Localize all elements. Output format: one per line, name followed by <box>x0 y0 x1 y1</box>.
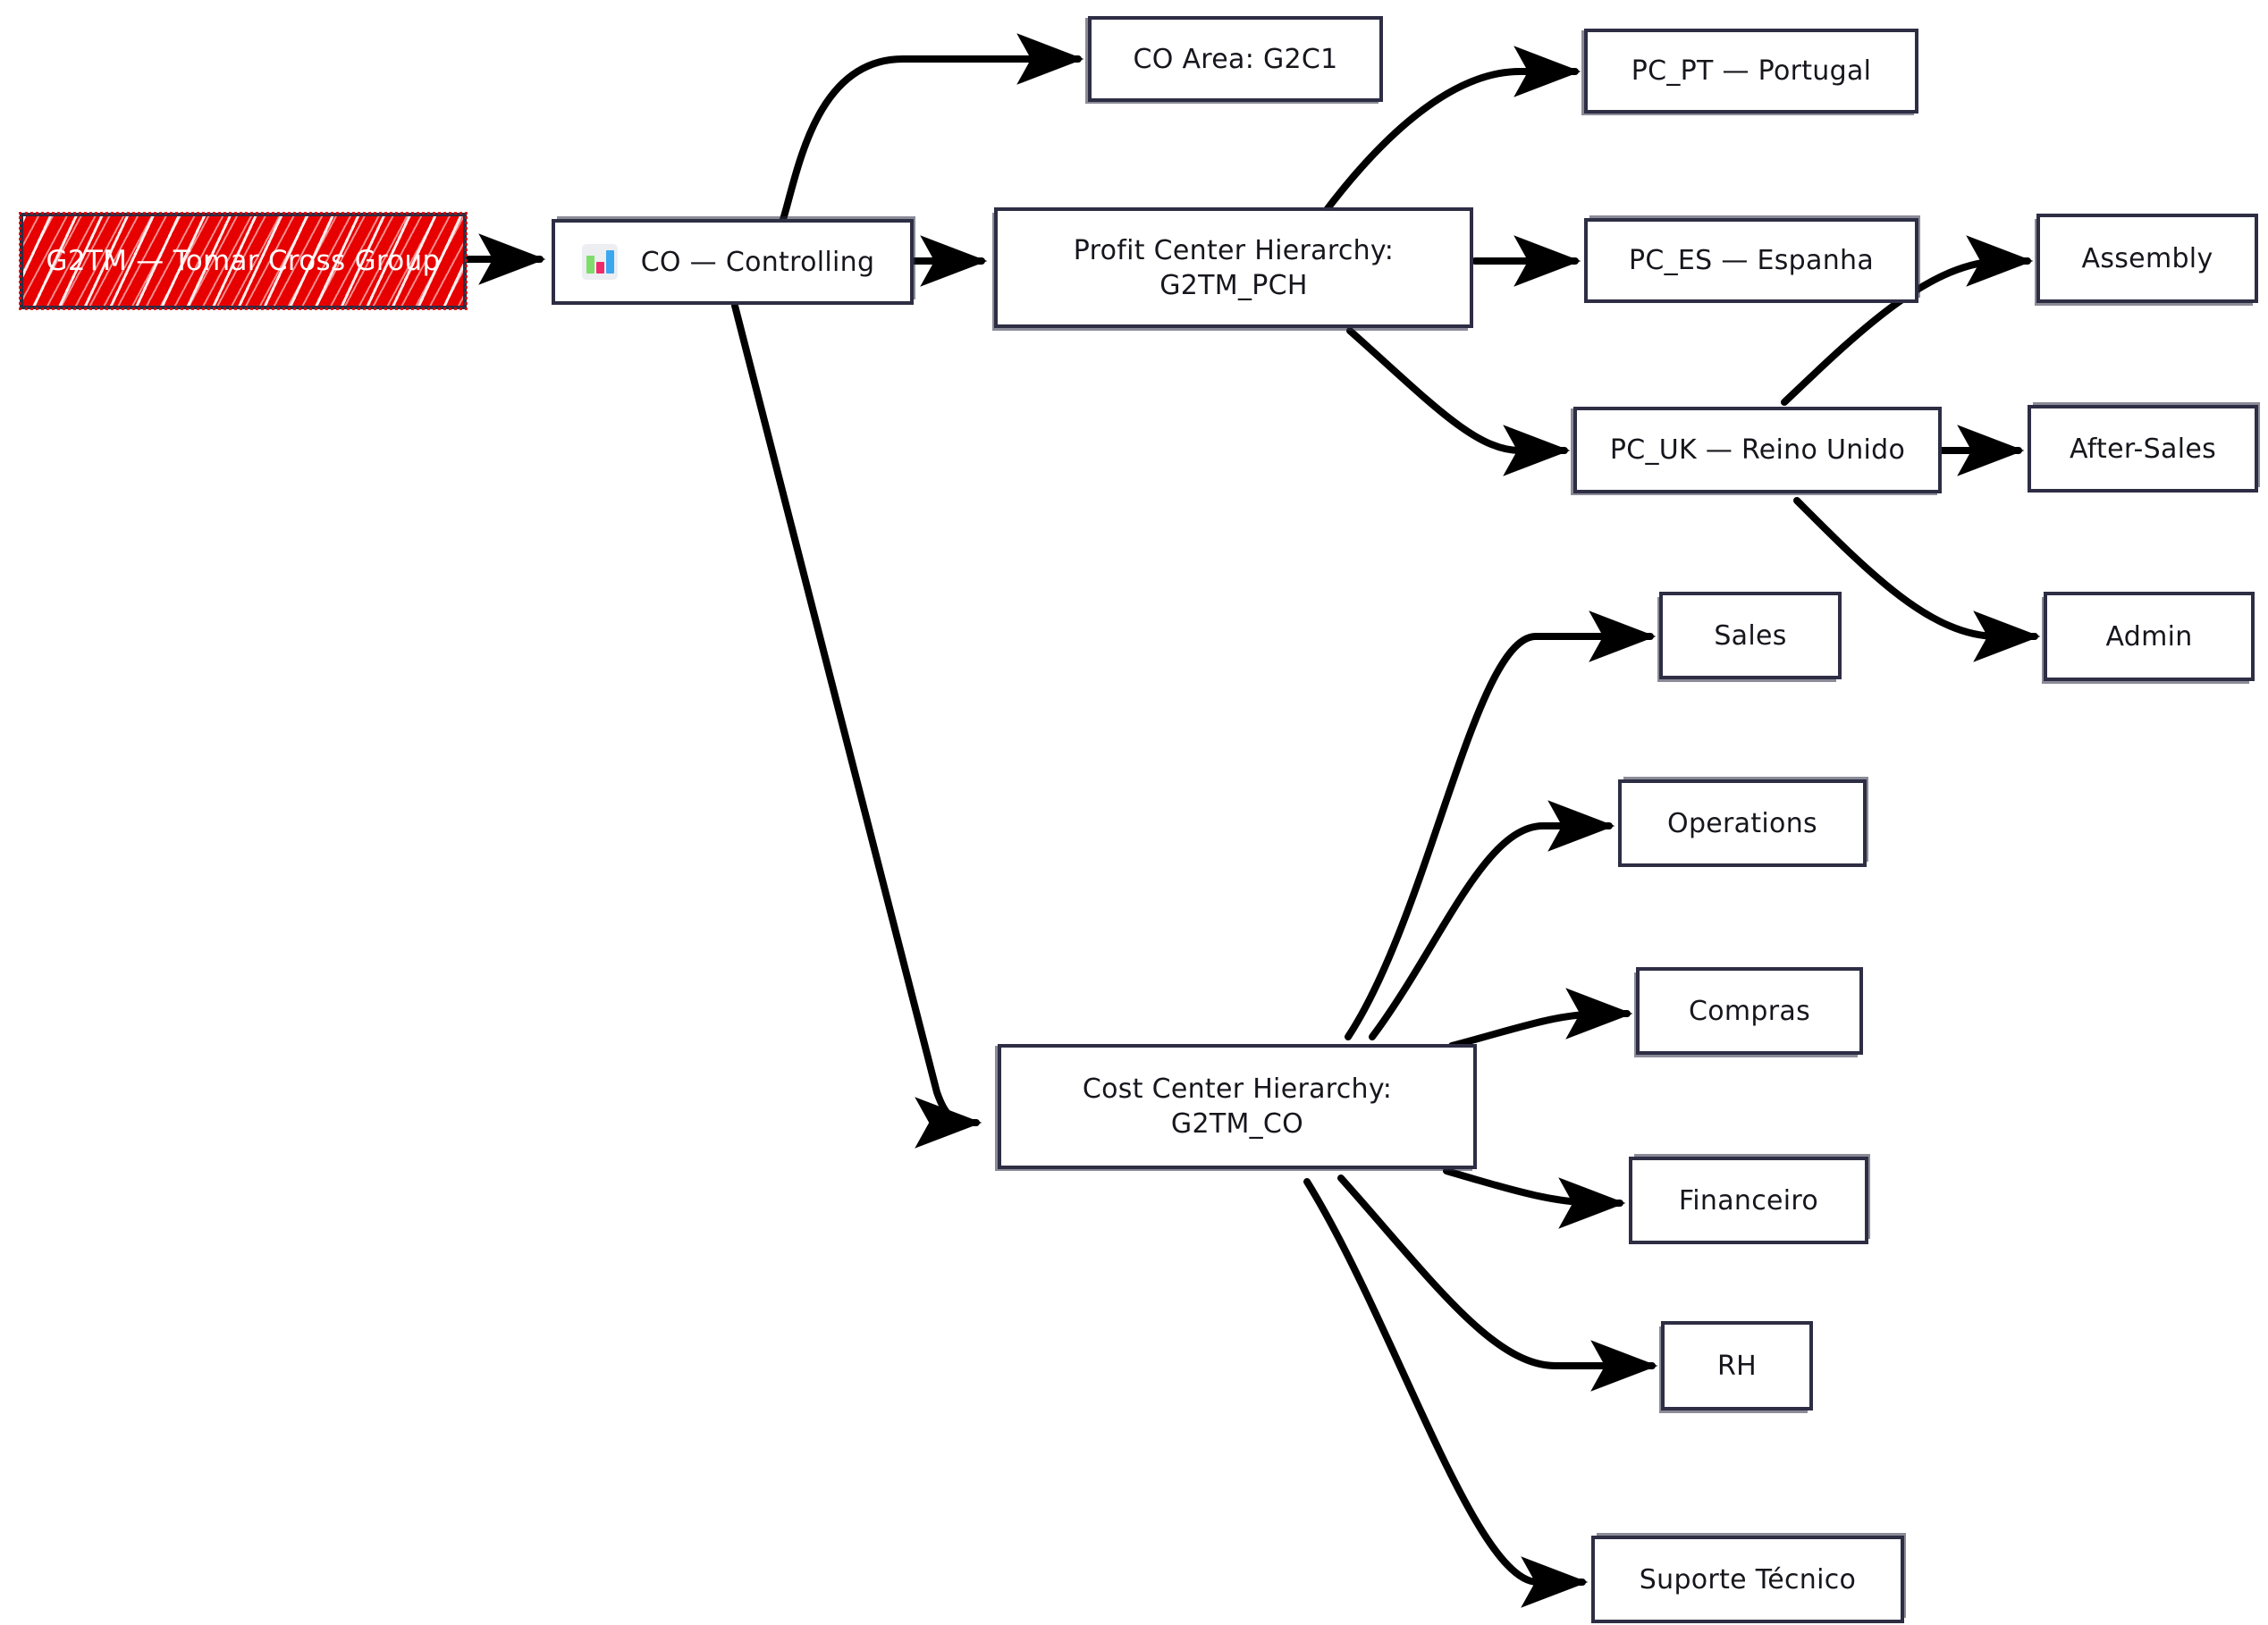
node-label: Cost Center Hierarchy: G2TM_CO <box>1082 1074 1393 1140</box>
node-pc-es-espanha[interactable]: PC_ES — Espanha <box>1584 215 1920 303</box>
node-profit-center-hierarchy[interactable]: Profit Center Hierarchy: G2TM_PCH <box>992 207 1473 331</box>
edge-cch-to-suporte-tecnico <box>1303 1178 1589 1608</box>
node-co-controlling[interactable]: CO — Controlling <box>552 216 915 305</box>
edge-controlling-to-cost-center-hierarchy <box>731 302 982 1149</box>
node-compras[interactable]: Compras <box>1634 967 1863 1057</box>
node-after-sales[interactable]: After-Sales <box>2028 402 2260 493</box>
node-rh[interactable]: RH <box>1659 1321 1813 1413</box>
edge-cch-to-rh <box>1337 1175 1658 1392</box>
edge-cch-to-compras <box>1448 988 1633 1049</box>
node-label: CO Area: G2C1 <box>1133 43 1338 75</box>
node-sales[interactable]: Sales <box>1657 592 1842 682</box>
node-label: RH <box>1716 1350 1757 1382</box>
edge-controlling-to-co-area <box>776 33 1084 234</box>
node-label: PC_ES — Espanha <box>1628 245 1875 276</box>
node-label: PC_PT — Portugal <box>1631 55 1872 87</box>
edge-cch-to-financeiro <box>1443 1167 1626 1229</box>
node-assembly[interactable]: Assembly <box>2035 214 2258 306</box>
node-suporte-tecnico[interactable]: Suporte Técnico <box>1591 1533 1906 1623</box>
node-label: PC_UK — Reino Unido <box>1609 434 1906 466</box>
node-label: Profit Center Hierarchy: G2TM_PCH <box>1073 234 1395 301</box>
bar-chart-icon <box>581 244 618 280</box>
edge-cch-to-operations <box>1369 800 1615 1040</box>
node-label: Sales <box>1714 619 1787 652</box>
node-label: Suporte Técnico <box>1639 1563 1857 1596</box>
node-pc-pt-portugal[interactable]: PC_PT — Portugal <box>1581 29 1918 115</box>
node-cost-center-hierarchy[interactable]: Cost Center Hierarchy: G2TM_CO <box>995 1044 1477 1171</box>
node-financeiro[interactable]: Financeiro <box>1629 1154 1870 1244</box>
node-root-g2tm-tomar-cross-group[interactable]: G2TM — Tomar Cross Group <box>19 212 468 310</box>
node-admin[interactable]: Admin <box>2042 592 2255 684</box>
node-label: Compras <box>1688 995 1811 1027</box>
node-label: Operations <box>1667 807 1817 839</box>
node-label: CO — Controlling <box>640 246 875 278</box>
node-operations[interactable]: Operations <box>1618 777 1868 867</box>
node-label: G2TM — Tomar Cross Group <box>46 244 441 277</box>
node-pc-uk-reino-unido[interactable]: PC_UK — Reino Unido <box>1571 407 1942 495</box>
node-label: Assembly <box>2081 242 2213 274</box>
node-co-area-g2c1[interactable]: CO Area: G2C1 <box>1085 16 1383 104</box>
node-label: Admin <box>2105 620 2193 653</box>
edge-pch-to-pc-uk <box>1346 327 1571 476</box>
node-label: Financeiro <box>1678 1184 1819 1217</box>
edge-cch-to-sales <box>1345 610 1657 1040</box>
node-label: After-Sales <box>2069 433 2217 465</box>
